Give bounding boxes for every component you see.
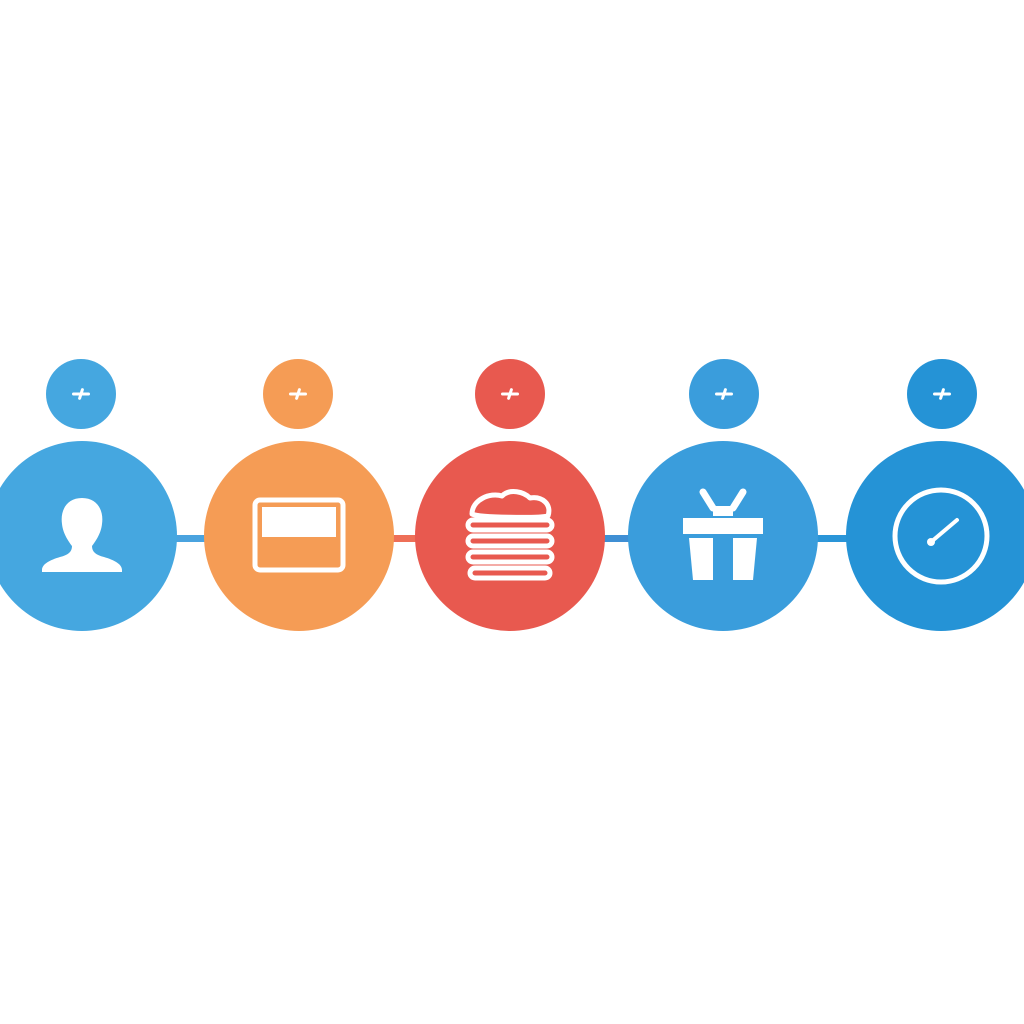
connector-2-3: [385, 535, 425, 542]
plus-icon: [933, 388, 951, 400]
add-badge-4[interactable]: [689, 359, 759, 429]
add-badge-3[interactable]: [475, 359, 545, 429]
plus-icon: [715, 388, 733, 400]
add-badge-2[interactable]: [263, 359, 333, 429]
plus-icon: [72, 388, 90, 400]
step-2-circle[interactable]: [204, 441, 394, 631]
connector-4-5: [812, 535, 852, 542]
step-5-circle[interactable]: [846, 441, 1024, 631]
user-icon: [42, 498, 122, 572]
monitor-icon: [252, 497, 346, 573]
step-1-circle[interactable]: [0, 441, 177, 631]
step-4-circle[interactable]: [628, 441, 818, 631]
connector-3-4: [598, 535, 638, 542]
gift-icon: [683, 488, 763, 580]
connector-1-2: [170, 535, 220, 542]
add-badge-1[interactable]: [46, 359, 116, 429]
plus-icon: [501, 388, 519, 400]
gauge-icon: [892, 487, 990, 585]
step-3-circle[interactable]: [415, 441, 605, 631]
pancakes-icon: [465, 489, 555, 581]
plus-icon: [289, 388, 307, 400]
add-badge-5[interactable]: [907, 359, 977, 429]
